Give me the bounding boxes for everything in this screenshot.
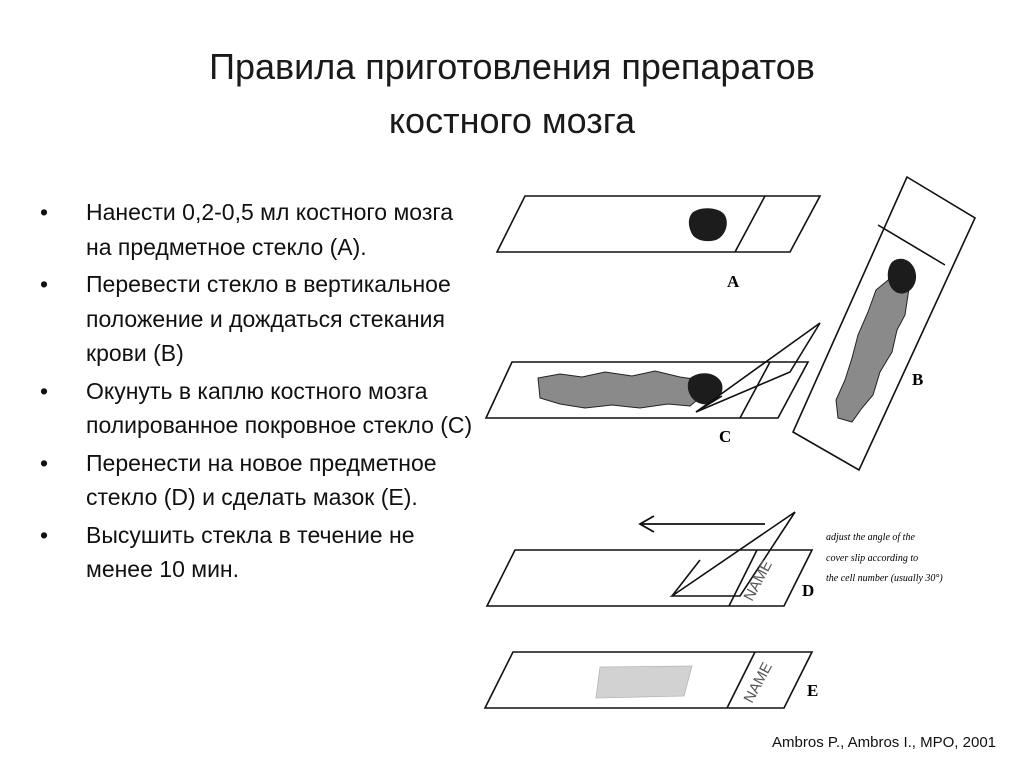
label-b: B	[912, 370, 923, 389]
smear-c	[537, 370, 703, 409]
bullet-text: Окунуть в каплю костного мозга полирован…	[86, 377, 473, 439]
slide-b	[791, 175, 977, 472]
citation: Ambros P., Ambros I., MPO, 2001	[772, 734, 996, 751]
bullet-dot: •	[40, 449, 49, 476]
smear-preparation-diagram: A B C NAME D adjust the angle of the cov…	[483, 175, 977, 709]
bullet-text: Высушить стекла в течение не менее 10 ми…	[86, 521, 415, 583]
angle-note-line-2: cover slip according to	[826, 553, 918, 564]
bullet-item: • Перенести на новое предметное стекло (D…	[40, 446, 480, 515]
bullet-item: • Нанести 0,2-0,5 мл костного мозга на пр…	[40, 195, 480, 264]
label-c: C	[719, 427, 731, 446]
title-line-1: Правила приготовления препаратов	[209, 46, 815, 87]
bullet-item: • Высушить стекла в течение не менее 10 м…	[40, 518, 480, 587]
slide-c	[484, 361, 810, 419]
marrow-drop-b	[887, 258, 917, 294]
bullet-dot: •	[40, 199, 49, 225]
label-a: A	[727, 272, 740, 291]
marrow-drop-c	[687, 373, 723, 405]
bullet-text: Нанести 0,2-0,5 мл костного мозга на пре…	[86, 199, 454, 260]
bullet-text: Перевести стекло в вертикальное положени…	[86, 271, 451, 366]
title-line-2: костного мозга	[388, 100, 636, 141]
slide-a	[495, 195, 822, 253]
slide-title: Правила приготовления препаратов костног…	[0, 40, 1024, 148]
slide-e-name-label: NAME	[741, 660, 776, 706]
bullet-dot: •	[40, 521, 49, 548]
cover-slip-c	[695, 322, 821, 413]
bullet-item: • Окунуть в каплю костного мозга полирова…	[40, 374, 480, 443]
bullet-item: • Перевести стекло в вертикальное положен…	[40, 267, 480, 371]
angle-note-line-3: the cell number (usually 30°)	[826, 573, 943, 584]
arrow-left-icon	[638, 515, 765, 533]
cover-slip-d	[669, 511, 796, 597]
instruction-list: • Нанести 0,2-0,5 мл костного мозга на пр…	[40, 195, 480, 590]
angle-note-line-1: adjust the angle of the	[826, 532, 915, 543]
blood-streak-b	[835, 275, 911, 423]
label-e: E	[807, 681, 818, 700]
slide-d-name-label: NAME	[741, 558, 776, 604]
marrow-drop-a	[688, 208, 727, 242]
label-d: D	[802, 581, 814, 600]
bullet-dot: •	[40, 377, 49, 404]
smear-e	[595, 665, 693, 699]
bullet-dot: •	[40, 271, 49, 297]
slide-e	[483, 651, 814, 709]
bullet-text: Перенести на новое предметное стекло (D)…	[86, 449, 437, 511]
